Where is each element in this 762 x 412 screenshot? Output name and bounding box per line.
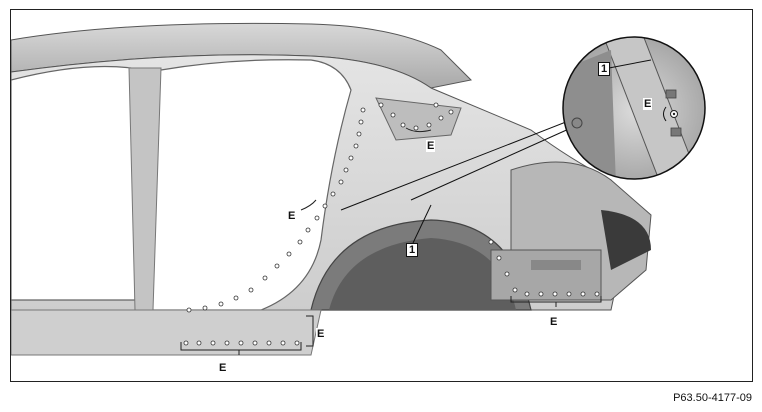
part-callout-1-zoom: 1 [598, 62, 610, 76]
weld-label-e-sill-right: E [316, 328, 326, 340]
weld-label-e-rear: E [549, 316, 559, 328]
body-side-illustration [11, 22, 706, 356]
weld-label-e-c-pillar: E [287, 210, 297, 222]
figure-reference-number: P63.50-4177-09 [673, 392, 752, 404]
weld-label-e-zoom: E [643, 98, 653, 110]
part-callout-1: 1 [406, 243, 418, 257]
detail-zoom-view [563, 37, 705, 179]
weld-label-e-quarter-window: E [426, 140, 436, 152]
weld-label-e-sill: E [218, 362, 228, 374]
figure-frame: 1 1 E E E E E E [10, 9, 753, 382]
